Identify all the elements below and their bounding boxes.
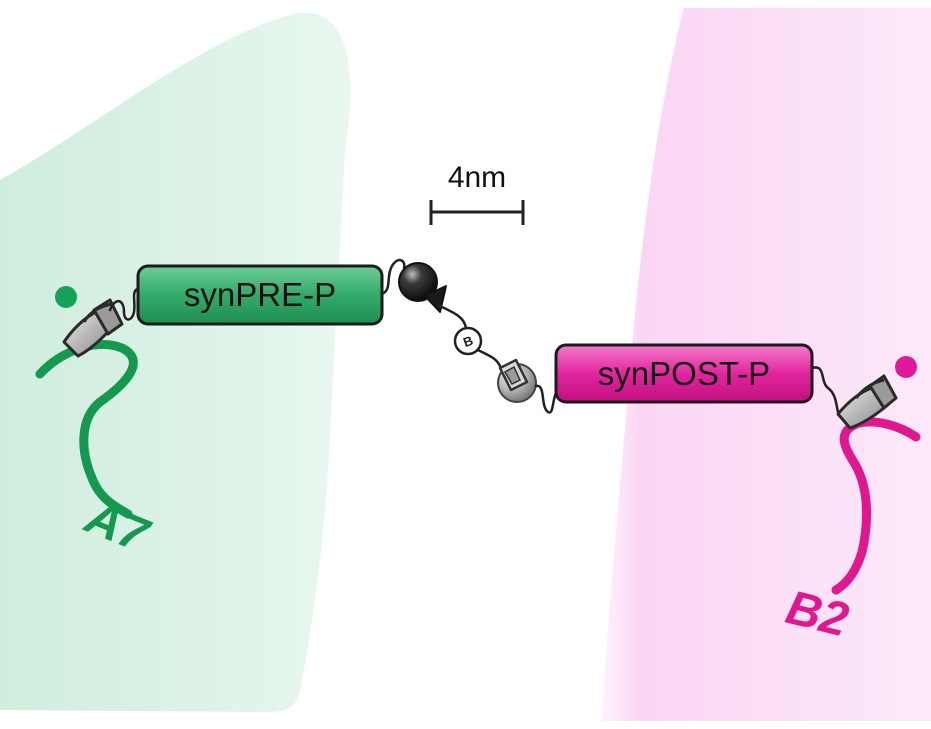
- left-tether: [108, 286, 142, 321]
- socket-inner: [503, 365, 521, 385]
- dark-ball: [398, 262, 438, 302]
- synpre-p-label: synPRE-P: [184, 276, 336, 313]
- linker-bottom: [476, 348, 502, 368]
- chain-b2: [831, 417, 921, 595]
- post-tether: [534, 384, 560, 414]
- right-tether: [810, 366, 840, 414]
- right-dot: [895, 356, 917, 378]
- right-clamp: [836, 374, 898, 430]
- scale-bar-label: 4nm: [448, 161, 506, 194]
- right-cell-edge: [598, 7, 684, 722]
- scale-bar: 4nm: [429, 161, 525, 225]
- linker-bead: B: [453, 326, 483, 356]
- left-dot: [55, 286, 77, 308]
- synpre-p-box: synPRE-P: [136, 264, 384, 326]
- synpost-p-box: synPOST-P: [554, 343, 814, 404]
- left-clamp: [62, 298, 124, 358]
- left-cell: [0, 12, 351, 713]
- synpost-p-label: synPOST-P: [598, 355, 770, 392]
- linker-top: [438, 304, 468, 330]
- pre-tether: [380, 258, 406, 296]
